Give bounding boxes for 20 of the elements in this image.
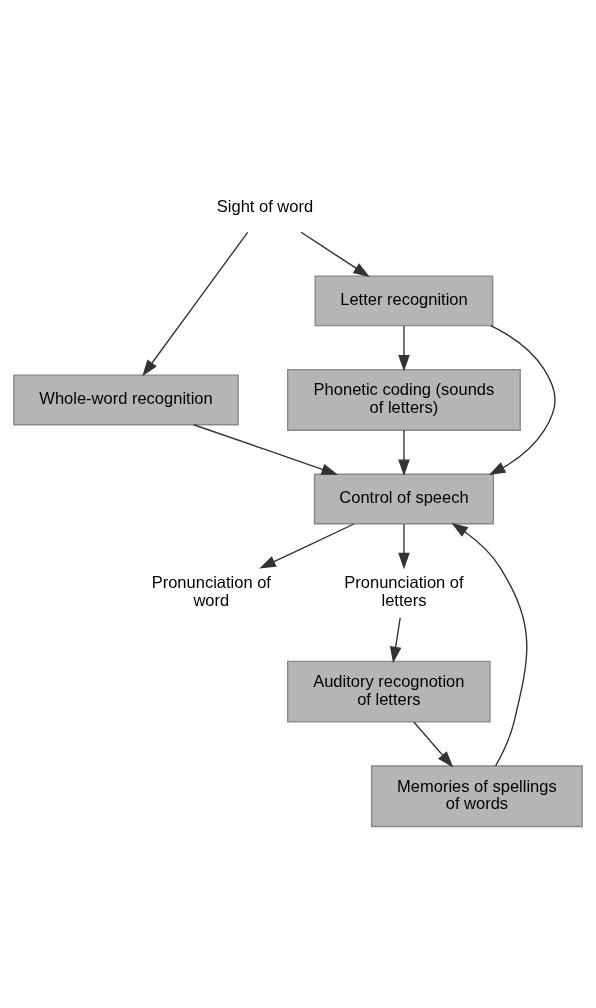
arrow bbox=[259, 522, 355, 569]
arrow bbox=[413, 720, 454, 767]
arrow bbox=[451, 522, 528, 767]
arrow bbox=[142, 231, 249, 376]
arrow bbox=[398, 523, 410, 569]
node-text: Sight of word bbox=[216, 196, 314, 215]
node-text: Pronunciation of letters bbox=[344, 572, 464, 609]
arrow bbox=[192, 423, 338, 475]
node-text: Pronunciation of word bbox=[151, 572, 271, 609]
arrow bbox=[398, 324, 410, 372]
node-box: Letter recognition bbox=[314, 274, 494, 326]
arrow bbox=[488, 324, 556, 475]
node-box: Control of speech bbox=[313, 473, 495, 524]
arrow bbox=[398, 429, 410, 476]
node-box: Whole-word recognition bbox=[13, 373, 239, 425]
node-box: Memories of spellings of words bbox=[370, 764, 583, 827]
node-box: Phonetic coding (sounds of letters) bbox=[287, 368, 521, 431]
arrow bbox=[300, 231, 370, 277]
arrow bbox=[389, 616, 402, 663]
node-box: Auditory recognotion of letters bbox=[287, 660, 491, 723]
